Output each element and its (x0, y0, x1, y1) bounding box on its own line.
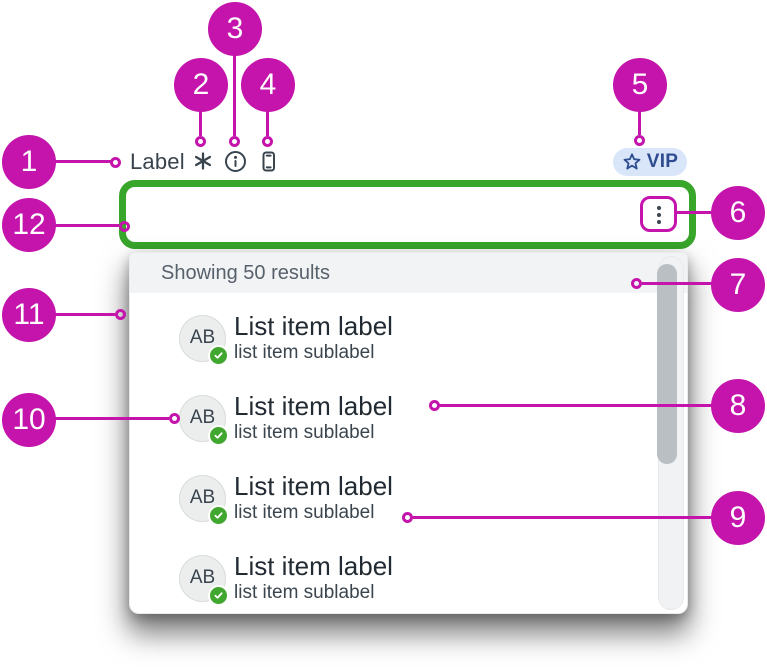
list-item-label: List item label (234, 471, 393, 501)
callout-circle-12: 12 (2, 198, 56, 252)
callout-line-3 (233, 55, 236, 136)
list-item-sublabel: list item sublabel (234, 502, 375, 523)
callout-circle-9: 9 (711, 491, 765, 545)
callout-line-12 (52, 224, 119, 227)
callout-endpoint-12 (119, 221, 130, 232)
scrollbar-track[interactable] (657, 256, 684, 610)
callout-line-10 (52, 417, 169, 420)
callout-line-7 (642, 282, 712, 285)
check-badge-icon (208, 344, 229, 366)
kebab-menu-button[interactable] (643, 199, 674, 230)
results-count-header: Showing 50 results (130, 253, 687, 293)
scrollbar-thumb[interactable] (657, 264, 677, 464)
callout-endpoint-10 (169, 413, 180, 424)
vip-badge-label: VIP (646, 151, 679, 172)
callout-circle-5: 5 (613, 58, 667, 112)
check-badge-icon (208, 584, 229, 606)
callout-endpoint-1 (110, 157, 121, 168)
callout-endpoint-8 (429, 400, 440, 411)
vip-badge: VIP (613, 148, 687, 176)
callout-endpoint-3 (229, 136, 240, 147)
list-item[interactable]: AB List item label list item sublabel (130, 378, 657, 458)
avatar-initials: AB (179, 314, 226, 362)
callout-endpoint-11 (115, 309, 126, 320)
callout-endpoint-7 (631, 278, 642, 289)
kebab-icon (656, 205, 661, 224)
avatar: AB (179, 394, 229, 446)
callout-line-1 (50, 160, 111, 163)
list-item[interactable]: AB List item label list item sublabel (130, 538, 657, 613)
required-asterisk-icon (194, 152, 212, 175)
list-item[interactable]: AB List item label list item sublabel (130, 298, 657, 378)
callout-circle-2: 2 (174, 58, 228, 112)
results-dropdown: Showing 50 results AB List item label li… (129, 252, 688, 614)
callout-line-8 (439, 404, 712, 407)
callout-circle-11: 11 (2, 288, 56, 342)
callout-endpoint-4 (262, 136, 273, 147)
callout-circle-1: 1 (2, 135, 56, 189)
callout-endpoint-5 (634, 135, 645, 146)
callout-line-11 (52, 313, 115, 316)
result-list: AB List item label list item sublabel AB (130, 293, 657, 613)
callout-line-4 (266, 110, 269, 136)
list-item-sublabel: list item sublabel (234, 422, 375, 443)
star-icon (622, 152, 642, 172)
list-item[interactable]: AB List item label list item sublabel (130, 458, 657, 538)
check-badge-icon (208, 424, 229, 446)
mobile-phone-icon (257, 150, 280, 178)
avatar: AB (179, 554, 229, 606)
callout-circle-3: 3 (208, 2, 262, 56)
callout-circle-7: 7 (711, 258, 765, 312)
info-icon (224, 150, 247, 178)
callout-line-2 (199, 110, 202, 136)
callout-line-9 (413, 516, 712, 519)
callout-endpoint-9 (402, 512, 413, 523)
callout-line-6 (677, 211, 712, 214)
list-item-label: List item label (234, 551, 393, 581)
list-item-sublabel: list item sublabel (234, 582, 375, 603)
field-label: Label (130, 149, 185, 174)
list-item-label: List item label (234, 391, 393, 421)
callout-circle-6: 6 (711, 186, 765, 240)
callout-line-5 (638, 110, 641, 135)
callout-endpoint-2 (195, 136, 206, 147)
list-item-label: List item label (234, 311, 393, 341)
callout-circle-4: 4 (241, 58, 295, 112)
list-item-sublabel: list item sublabel (234, 342, 375, 363)
callout-circle-8: 8 (711, 379, 765, 433)
avatar: AB (179, 474, 229, 526)
avatar: AB (179, 314, 229, 366)
combobox-input[interactable] (119, 180, 696, 249)
callout-circle-10: 10 (2, 393, 56, 447)
check-badge-icon (208, 504, 229, 526)
